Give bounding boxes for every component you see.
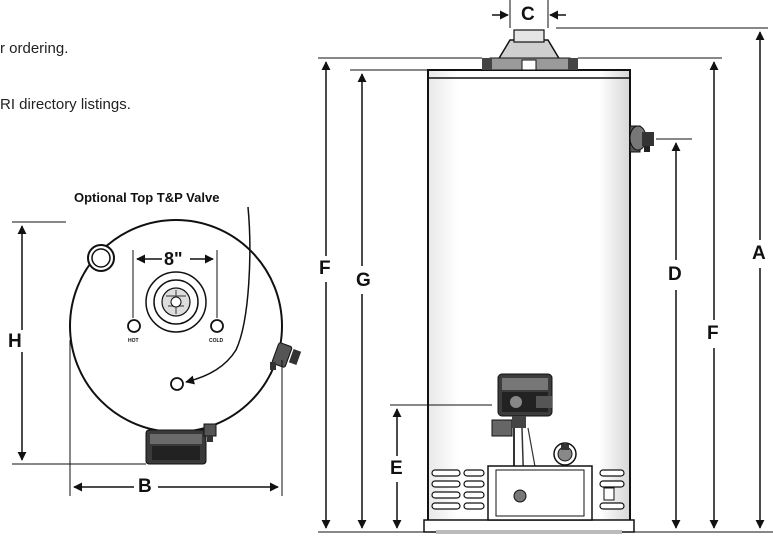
dimension-f-left-label: F [319,258,331,279]
louvers-left [431,469,485,510]
top-tp-valve-title: Optional Top T&P Valve [74,190,220,205]
dimension-e-label: E [390,458,403,479]
hot-connection-icon [127,319,141,333]
louvers-right [599,469,625,510]
side-view [318,0,773,534]
drain-valve-icon [553,442,577,466]
dimension-f-right-label: F [707,323,719,344]
dimension-h-label: H [8,331,22,352]
gas-control-valve-icon [491,373,553,495]
burner-access-panel [487,465,615,521]
dimension-d-label: D [668,264,682,285]
side-relief-valve-icon [270,342,302,370]
gas-control-top-view-icon [145,423,217,465]
cold-label: COLD [209,338,224,344]
cold-connection-icon [210,319,224,333]
side-tp-valve-icon [629,125,654,153]
dimension-c-label: C [521,4,535,25]
tank-body [427,69,631,525]
dimension-g-label: G [356,270,371,291]
text-fragment-directory: RI directory listings. [0,96,131,113]
tp-valve-port-icon [170,377,184,391]
hot-label: HOT [128,338,139,344]
dimension-b-label: B [138,476,152,497]
text-fragment-ordering: r ordering. [0,40,69,57]
flue-hood-icon [482,29,578,71]
dimension-a-label: A [752,243,766,264]
spacing-label: 8" [164,249,183,269]
top-view [12,206,302,496]
